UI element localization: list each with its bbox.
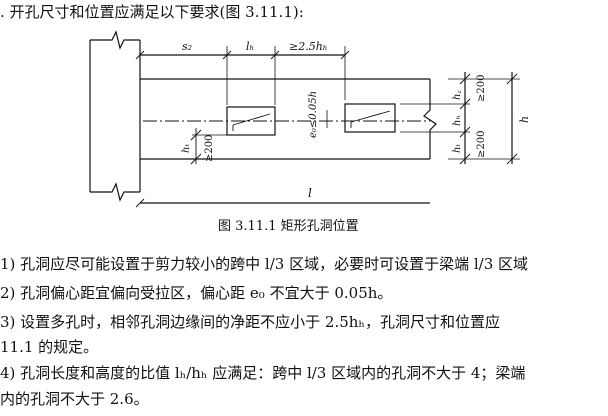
label-gap: ≥2.5hₕ	[289, 40, 328, 53]
hole-left	[226, 106, 276, 136]
label-l: l	[308, 186, 312, 200]
label-s2: s₂	[182, 40, 192, 53]
paragraph-3-line-2: 11.1 的规定。	[0, 338, 99, 356]
column-break-bottom	[90, 182, 140, 202]
paragraph-4-line-1: 4) 孔洞长度和高度的比值 lₕ/hₕ 应满足：跨中 l/3 区域内的孔洞不大于…	[0, 364, 526, 382]
beam-break-right	[423, 79, 437, 159]
label-e0: e₀≤0.05h	[308, 91, 319, 138]
label-lh: lₕ	[246, 40, 254, 53]
paragraph-2: 2) 孔洞偏心距宜偏向受拉区，偏心距 e₀ 不宜大于 0.05h。	[0, 284, 393, 302]
label-h: h	[518, 116, 531, 123]
label-ht-left: hₜ	[181, 144, 192, 153]
intro-text: . 开孔尺寸和位置应满足以下要求(图 3.11.1):	[0, 3, 304, 21]
paragraph-1: 1) 孔洞应尽可能设置于剪力较小的跨中 l/3 区域，必要时可设置于梁端 l/3…	[0, 255, 529, 273]
hole-right	[344, 103, 396, 133]
label-hc: h꜀	[452, 90, 463, 100]
paragraph-3-line-1: 3) 设置多孔时，相邻孔洞边缘间的净距不应小于 2.5hₕ，孔洞尺寸和位置应	[0, 313, 500, 331]
figure-caption: 图 3.11.1 矩形孔洞位置	[218, 219, 359, 234]
column-break-top	[90, 30, 140, 50]
label-hh: hₕ	[452, 115, 463, 126]
label-ht-right: hₜ	[452, 144, 463, 153]
label-ge200-left: ≥200	[204, 135, 215, 162]
label-ge200-top: ≥200	[476, 75, 487, 102]
label-ge200-bottom-right: ≥200	[476, 131, 487, 158]
paragraph-4-line-2: 内的孔洞不大于 2.6。	[0, 390, 149, 408]
